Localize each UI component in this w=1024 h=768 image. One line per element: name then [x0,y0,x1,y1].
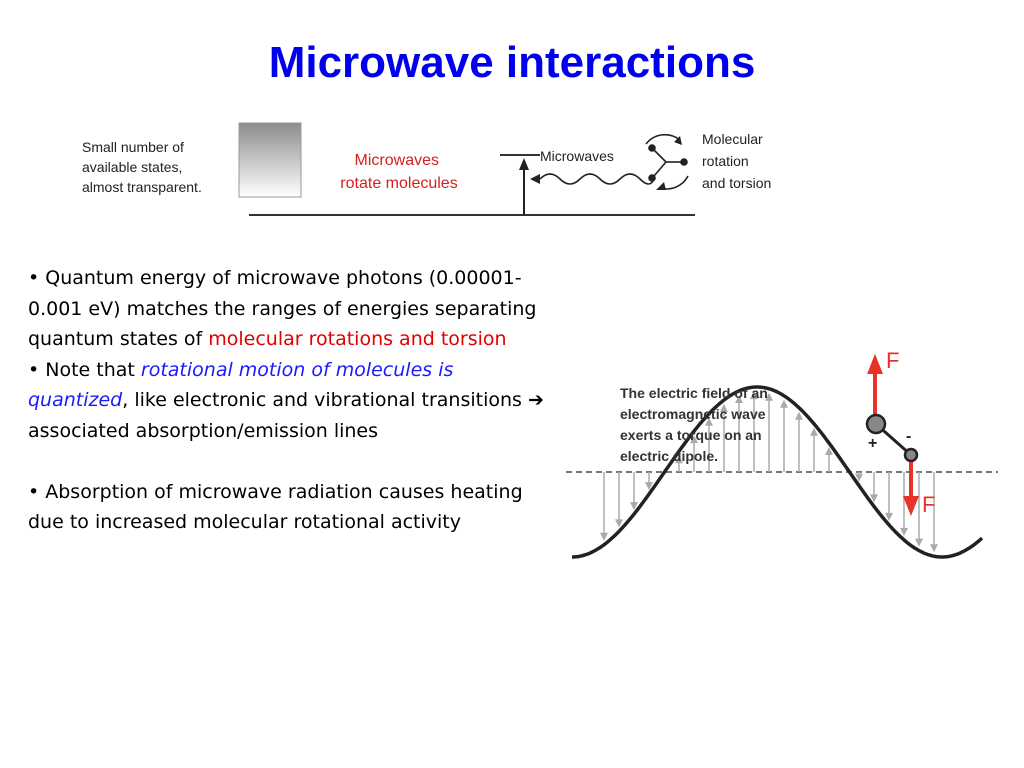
field-arrowhead [765,392,773,401]
dipole-torque-diagram: The electric field of an electromagnetic… [566,348,998,559]
torque-caption: The electric field of an electromagnetic… [620,385,772,464]
field-arrowhead [720,404,728,413]
gradient-swatch [238,122,302,198]
force-label-bottom: F [922,492,935,517]
transition-arrowhead [519,158,529,170]
field-arrowhead [810,427,818,436]
electric-field-wave [572,385,984,559]
transparency-note: Small number of available states, almost… [82,139,202,195]
field-arrowhead [615,519,623,528]
rotating-molecule-icon [645,133,689,190]
energy-level-diagram: Small number of available states, almost… [82,122,771,216]
dipole-negative-atom [903,447,919,463]
field-arrowhead [780,399,788,408]
force-arrowhead-up [867,354,883,374]
slide-title: Microwave interactions [268,38,756,87]
field-arrowhead [600,532,608,541]
field-arrowhead [795,411,803,420]
force-label-top: F [886,348,899,373]
bullet-heating: • Absorption of microwave radiation caus… [28,480,523,534]
highlight-quantized: rotational motion of molecules is quanti… [28,358,454,412]
wave-arrowhead [530,174,540,184]
field-arrowhead [870,494,878,503]
plus-sign: + [868,435,877,452]
field-arrowhead [645,482,653,491]
field-arrowhead [630,502,638,511]
field-arrowhead [855,473,863,482]
field-arrows [600,391,938,553]
field-arrowhead [885,512,893,521]
field-arrowhead [675,455,683,464]
minus-sign: - [906,428,911,445]
bullet-list: • Quantum energy of microwave photons (0… [28,263,548,538]
force-arrowhead-down [903,496,919,516]
microwaves-wave-label: Microwaves [540,148,614,164]
field-arrowhead [690,435,698,444]
field-arrowhead [705,417,713,426]
bullet-quantized-note: • Note that rotational motion of molecul… [28,358,544,442]
dipole-positive-atom [865,413,887,435]
field-arrowhead [930,544,938,553]
arrow-icon: ➔ [527,389,544,412]
field-arrowhead [750,391,758,400]
microwave-wave [539,173,655,185]
bullet-quantum-energy: • Quantum energy of microwave photons (0… [28,267,537,351]
field-arrowhead [735,394,743,403]
field-arrowhead [825,447,833,456]
microwaves-rotate-label: Microwaves rotate molecules [340,152,457,192]
bullet-spacer [28,447,548,477]
highlight-molecular-rotations: molecular rotations and torsion [208,328,507,351]
molecular-rotation-label: Molecular rotation and torsion [702,131,771,191]
field-arrowhead [915,538,923,547]
field-arrowhead [900,527,908,536]
